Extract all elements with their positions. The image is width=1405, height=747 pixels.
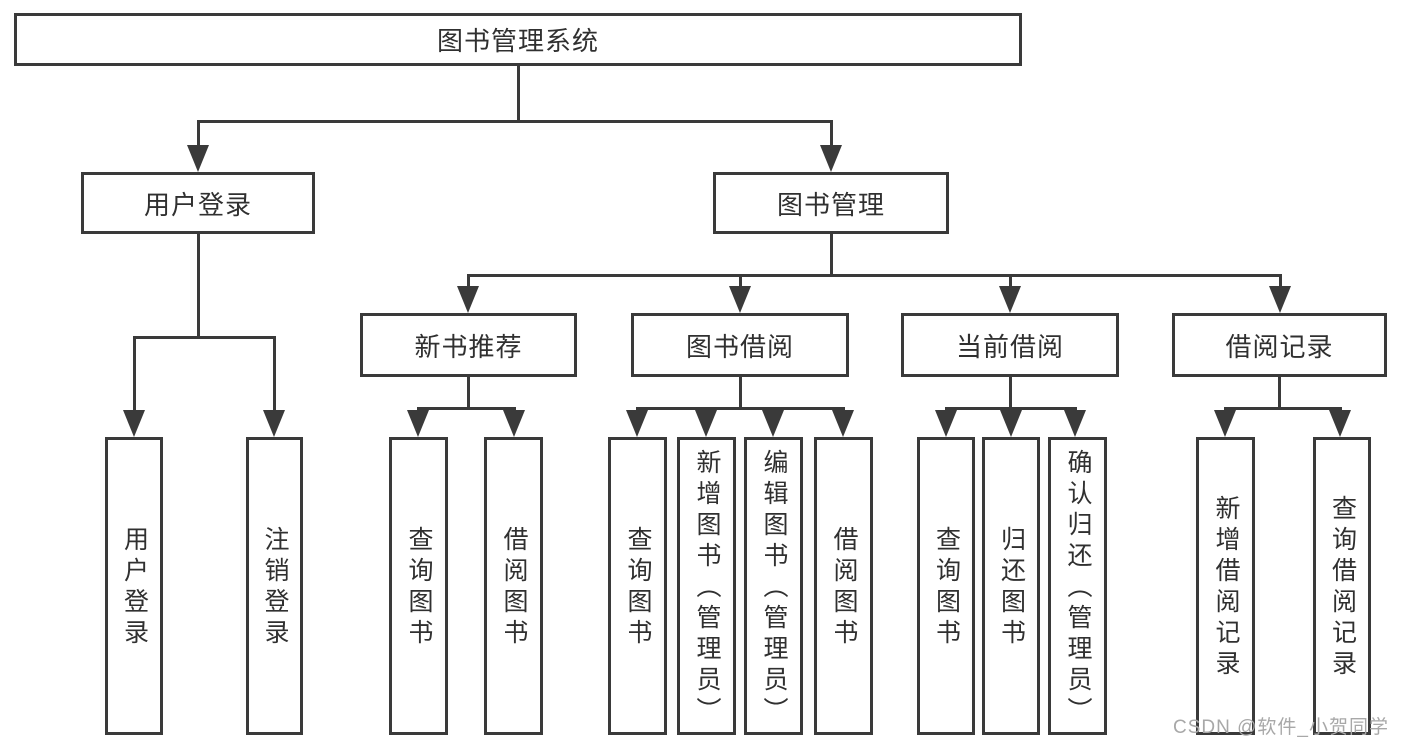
connector-records-bar [1224,407,1342,410]
leaf-query-books-current-label: 查询图书 [932,526,961,650]
leaf-borrow-books: 借阅图书 [814,437,873,735]
connector-borrow-bar [636,407,844,410]
leaf-borrow-books-recommend: 借阅图书 [484,437,543,735]
leaf-query-books-borrowing-label: 查询图书 [624,526,652,650]
leaf-edit-books-admin: 编辑图书（管理员） [744,437,803,735]
csdn-watermark: CSDN @软件_小贺同学 [1173,717,1389,738]
leaf-add-borrow-record: 新增借阅记录 [1196,437,1255,735]
connector-current-drop [1009,274,1012,288]
arrow-down-icon [695,410,717,437]
node-borrowing-records-label: 借阅记录 [1225,331,1334,362]
arrow-down-icon [1269,286,1291,313]
leaf-add-books-admin-label: 新增图书（管理员） [693,448,721,728]
leaf-borrow-books-recommend-label: 借阅图书 [500,526,528,650]
leaf-logout-label: 注销登录 [261,526,289,650]
arrow-down-icon [263,410,285,437]
node-user-login: 用户登录 [81,172,315,234]
arrow-down-icon [503,410,525,437]
arrow-down-icon [935,410,957,437]
leaf-borrow-books-label: 借阅图书 [830,526,858,650]
connector-user-login-bar [133,336,276,339]
connector-recommend-stem [467,377,470,407]
node-book-management-label: 图书管理 [776,189,885,220]
connector-recommend-bar [417,407,516,410]
leaf-confirm-return-admin-label: 确认归还（管理员） [1064,448,1092,728]
node-book-borrowing: 图书借阅 [631,313,849,377]
arrow-down-icon [999,286,1021,313]
arrow-down-icon [187,145,209,172]
leaf-return-books-label: 归还图书 [997,526,1026,650]
connector-borrow-stem [739,377,742,407]
connector-user-login-stem [197,234,200,336]
leaf-query-borrow-record-label: 查询借阅记录 [1328,495,1357,681]
arrow-down-icon [729,286,751,313]
node-current-borrowing: 当前借阅 [901,313,1119,377]
node-user-login-label: 用户登录 [143,189,252,220]
node-current-borrowing-label: 当前借阅 [955,331,1064,362]
connector-borrow-drop [739,274,742,288]
connector-user-login-drop [197,120,200,148]
arrow-down-icon [123,410,145,437]
arrow-down-icon [626,410,648,437]
arrow-down-icon [832,410,854,437]
arrow-down-icon [1064,410,1086,437]
leaf-user-login-label: 用户登录 [120,526,149,650]
connector-book-mgmt-bar [467,274,1282,277]
leaf-confirm-return-admin: 确认归还（管理员） [1048,437,1107,735]
leaf-query-books-recommend-label: 查询图书 [405,526,433,650]
connector-recommend-drop [467,274,470,288]
arrow-down-icon [407,410,429,437]
connector-root-bar [197,120,833,123]
arrow-down-icon [762,410,784,437]
connector-records-stem [1278,377,1281,407]
node-borrowing-records: 借阅记录 [1172,313,1387,377]
arrow-down-icon [1000,410,1022,437]
leaf-add-borrow-record-label: 新增借阅记录 [1212,495,1240,681]
leaf-user-login: 用户登录 [105,437,163,735]
connector-records-drop [1279,274,1282,288]
arrow-down-icon [820,145,842,172]
connector-book-mgmt-drop [830,120,833,148]
connector-book-mgmt-stem [830,234,833,274]
arrow-down-icon [457,286,479,313]
connector-current-stem [1009,377,1012,407]
node-new-book-recommend: 新书推荐 [360,313,577,377]
connector-leaf-logout-drop [273,336,276,411]
leaf-add-books-admin: 新增图书（管理员） [677,437,736,735]
connector-root-stem [517,66,520,120]
node-root-label: 图书管理系统 [436,26,599,56]
leaf-query-books-recommend: 查询图书 [389,437,448,735]
leaf-query-books-borrowing: 查询图书 [608,437,667,735]
arrow-down-icon [1329,410,1351,437]
connector-leaf-login-drop [133,336,136,411]
arrow-down-icon [1214,410,1236,437]
node-root-system: 图书管理系统 [14,13,1022,66]
leaf-query-books-current: 查询图书 [917,437,975,735]
leaf-logout: 注销登录 [246,437,303,735]
node-book-management: 图书管理 [713,172,949,234]
leaf-query-borrow-record: 查询借阅记录 [1313,437,1371,735]
leaf-return-books: 归还图书 [982,437,1040,735]
node-new-book-recommend-label: 新书推荐 [414,331,523,362]
node-book-borrowing-label: 图书借阅 [685,331,794,362]
leaf-edit-books-admin-label: 编辑图书（管理员） [760,448,788,728]
